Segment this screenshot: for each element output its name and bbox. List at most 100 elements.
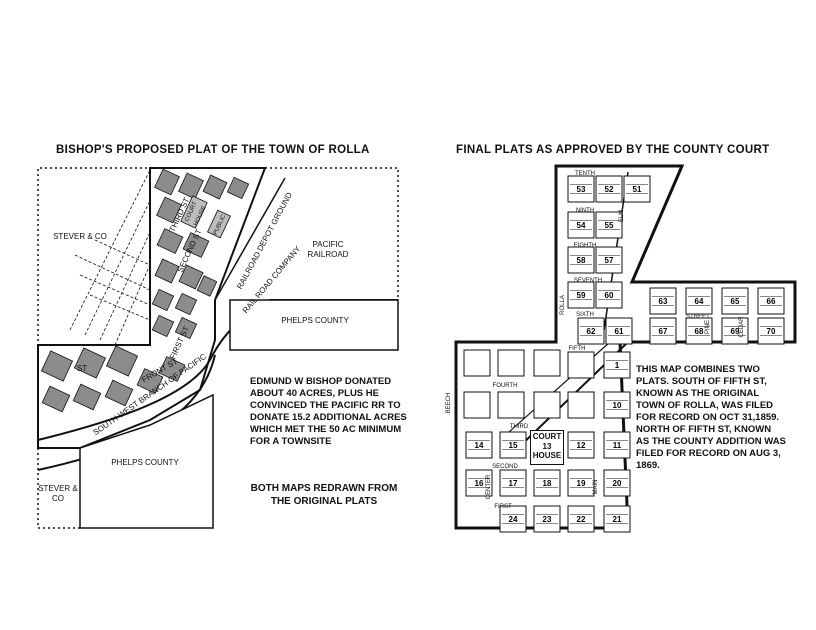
block-number: 60 [605, 291, 614, 300]
block-number: 18 [543, 479, 552, 488]
block-number: 67 [659, 327, 668, 336]
plat-block [721, 287, 749, 315]
plat-block [757, 317, 785, 345]
plat-block [603, 505, 631, 533]
second-street-label: SECOND [492, 464, 518, 470]
plat-block [649, 287, 677, 315]
plat-block [567, 391, 595, 419]
plat-block [649, 317, 677, 345]
plat-block [567, 431, 595, 459]
town-boundary [37, 167, 267, 449]
court-house-line1: COURT [532, 432, 562, 441]
stever-boundary-bottom [37, 448, 80, 529]
court-house-block [180, 195, 208, 229]
phelps-county-right-box [229, 299, 399, 351]
depot-ground-line [214, 177, 286, 301]
cedar-street-label: CEDAR [739, 316, 745, 338]
block-number: 62 [587, 327, 596, 336]
plat-block [463, 349, 491, 377]
block-number: 17 [509, 479, 518, 488]
block-number: 53 [577, 185, 586, 194]
plat-block [499, 431, 527, 459]
block-number: 61 [615, 327, 624, 336]
eighth-street-label: EIGHTH [573, 243, 597, 249]
plat-block [757, 287, 785, 315]
block-number: 21 [613, 515, 622, 524]
court-house-block-final: COURT 13 HOUSE [530, 430, 564, 465]
plat-block [605, 317, 633, 345]
bishop-donation-note: EDMUND W BISHOP DONATED ABOUT 40 ACRES, … [250, 376, 407, 447]
stever-label-top: STEVER & CO [53, 232, 107, 241]
plat-block [603, 391, 631, 419]
block-number: 1 [615, 361, 620, 370]
block-number: 63 [659, 297, 668, 306]
block-number: 52 [605, 185, 614, 194]
main-street-label: MAIN [593, 479, 599, 495]
public-block [207, 209, 231, 239]
plat-block [497, 349, 525, 377]
block-number: 58 [577, 256, 586, 265]
block-number: 24 [509, 515, 518, 524]
block-number: 20 [613, 479, 622, 488]
stever-boundary-top [37, 167, 152, 345]
block-number: 12 [577, 441, 586, 450]
block-number: 19 [577, 479, 586, 488]
fourth-street-label: FOURTH [492, 383, 518, 389]
third-street-label: THIRD [509, 424, 529, 430]
block-number: 22 [577, 515, 586, 524]
plat-block [595, 211, 623, 239]
block-number: 14 [475, 441, 484, 450]
right-map-title: FINAL PLATS AS APPROVED BY THE COUNTY CO… [456, 144, 770, 156]
plat-block [603, 351, 631, 379]
plat-block [463, 391, 491, 419]
block-number: 69 [731, 327, 740, 336]
court-house-line2: 13 [542, 441, 552, 451]
plat-block [567, 351, 595, 379]
block-number: 70 [767, 327, 776, 336]
phelps-county-bottom-label: PHELPS COUNTY [111, 458, 179, 467]
redrawn-note: BOTH MAPS REDRAWN FROM THE ORIGINAL PLAT… [250, 483, 398, 507]
block-number: 16 [475, 479, 484, 488]
plat-block [533, 349, 561, 377]
ninth-street-label: NINTH [575, 208, 595, 214]
sixth-street-label: SIXTH [576, 312, 594, 318]
plat-block [685, 317, 713, 345]
plat-block [465, 469, 493, 497]
plat-block [685, 287, 713, 315]
block-number: 51 [633, 185, 642, 194]
block-number: 11 [613, 441, 622, 450]
block-number: 15 [509, 441, 518, 450]
block-number: 55 [605, 221, 614, 230]
plat-block [533, 505, 561, 533]
plat-block [497, 391, 525, 419]
plat-block [533, 469, 561, 497]
st-label: ST [76, 364, 88, 373]
block-number: 68 [695, 327, 704, 336]
pacific-railroad-label: PACIFIC RAILROAD [307, 240, 349, 259]
elm-street-label: ELM [619, 209, 625, 223]
plat-block [595, 281, 623, 309]
plat-block [499, 505, 527, 533]
rolla-street-label: ROLLA [560, 295, 566, 315]
block-number: 10 [613, 401, 622, 410]
plat-block [567, 246, 595, 274]
plat-block [595, 246, 623, 274]
combined-plats-note: THIS MAP COMBINES TWO PLATS. SOUTH OF FI… [636, 364, 786, 471]
plat-block [567, 505, 595, 533]
plat-block [499, 469, 527, 497]
phelps-county-right-label: PHELPS COUNTY [281, 316, 349, 325]
beech-street-label: BEECH [446, 392, 452, 414]
first-street-label: FIRST [494, 504, 512, 510]
plat-block [721, 317, 749, 345]
left-map-title: BISHOP'S PROPOSED PLAT OF THE TOWN OF RO… [56, 144, 370, 156]
plat-block [623, 175, 651, 203]
block-number: 57 [605, 256, 614, 265]
pine-street-label: PINE [705, 320, 711, 335]
stever-label-bottom: STEVER & CO [38, 484, 78, 503]
block-number: 54 [577, 221, 586, 230]
fifth-street-label: FIFTH [568, 346, 586, 352]
plat-block [567, 469, 595, 497]
phelps-county-bottom-box [79, 393, 214, 529]
block-number: 64 [695, 297, 704, 306]
